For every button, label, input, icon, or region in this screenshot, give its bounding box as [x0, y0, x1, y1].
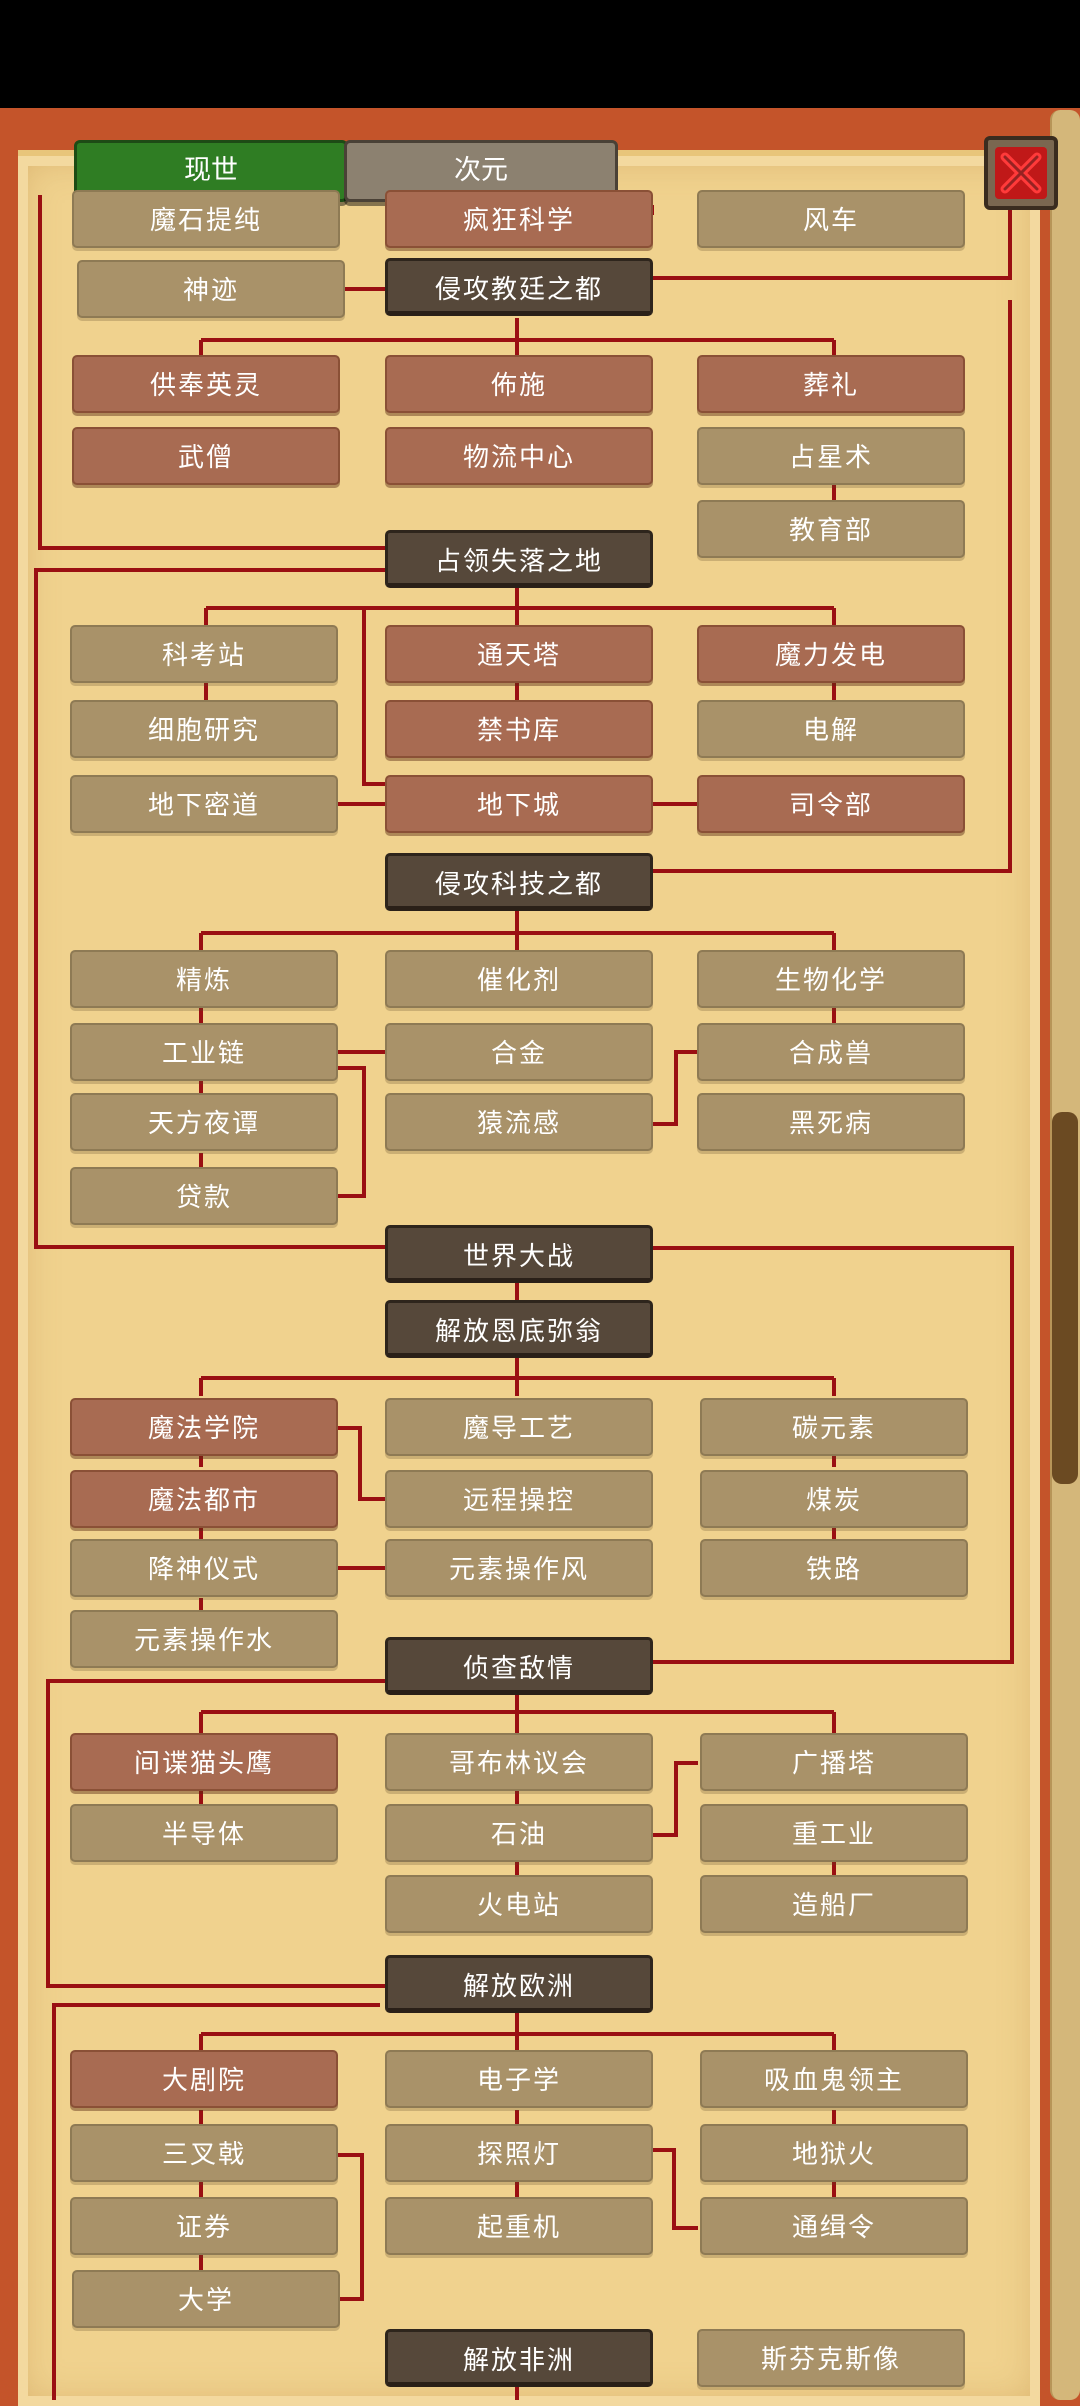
- tech-node-tongjiling[interactable]: 通缉令: [700, 2197, 968, 2255]
- tech-node-jinshuku[interactable]: 禁书库: [385, 700, 653, 758]
- scrollbar-thumb[interactable]: [1052, 1112, 1078, 1484]
- tech-node-gebulin-yihui[interactable]: 哥布林议会: [385, 1733, 653, 1791]
- tech-node-mofa-tichun[interactable]: 魔石提纯: [72, 190, 340, 248]
- tech-node-qingong-keji[interactable]: 侵攻科技之都: [385, 853, 653, 911]
- tech-node-diyuhuo[interactable]: 地狱火: [700, 2124, 968, 2182]
- tech-node-zhonggongye[interactable]: 重工业: [700, 1804, 968, 1862]
- tech-node-zangli[interactable]: 葬礼: [697, 355, 965, 413]
- tech-node-hejin[interactable]: 合金: [385, 1023, 653, 1081]
- tech-node-yuancheng-caokong[interactable]: 远程操控: [385, 1470, 653, 1528]
- tech-node-tianfang-yetan[interactable]: 天方夜谭: [70, 1093, 338, 1151]
- tech-node-jiefang-endi[interactable]: 解放恩底弥翁: [385, 1300, 653, 1358]
- tech-node-yuansu-shui[interactable]: 元素操作水: [70, 1610, 338, 1668]
- tech-node-qingong-jiaoting[interactable]: 侵攻教廷之都: [385, 258, 653, 316]
- tech-node-guangbota[interactable]: 广播塔: [700, 1733, 968, 1791]
- tech-node-bushi[interactable]: 佈施: [385, 355, 653, 413]
- tech-node-zhanxingshu[interactable]: 占星术: [697, 427, 965, 485]
- tech-node-bandaoti[interactable]: 半导体: [70, 1804, 338, 1862]
- tech-node-wuliu-zhongxin[interactable]: 物流中心: [385, 427, 653, 485]
- tech-node-meitan[interactable]: 煤炭: [700, 1470, 968, 1528]
- tech-node-wuseng[interactable]: 武僧: [72, 427, 340, 485]
- tech-node-zaochuanchang[interactable]: 造船厂: [700, 1875, 968, 1933]
- tech-node-zhengquan[interactable]: 证券: [70, 2197, 338, 2255]
- tech-node-gongyelian[interactable]: 工业链: [70, 1023, 338, 1081]
- tech-node-shenji[interactable]: 神迹: [77, 260, 345, 318]
- tech-node-cuihuaji[interactable]: 催化剂: [385, 950, 653, 1008]
- tech-node-jinglian[interactable]: 精炼: [70, 950, 338, 1008]
- tech-node-hechengshou[interactable]: 合成兽: [697, 1023, 965, 1081]
- tech-node-tanzhaodeng[interactable]: 探照灯: [385, 2124, 653, 2182]
- tech-node-shiyou[interactable]: 石油: [385, 1804, 653, 1862]
- top-black-bar: [0, 0, 1080, 108]
- tech-node-shengwu-huaxue[interactable]: 生物化学: [697, 950, 965, 1008]
- tech-node-xixuegui-lingzhu[interactable]: 吸血鬼领主: [700, 2050, 968, 2108]
- tech-node-kekaozhan[interactable]: 科考站: [70, 625, 338, 683]
- tech-node-moli-fadian[interactable]: 魔力发电: [697, 625, 965, 683]
- tech-node-dajuyuan[interactable]: 大剧院: [70, 2050, 338, 2108]
- tech-node-tielu[interactable]: 铁路: [700, 1539, 968, 1597]
- tech-node-sifenkesi[interactable]: 斯芬克斯像: [697, 2329, 965, 2387]
- tech-node-jiaoyubu[interactable]: 教育部: [697, 500, 965, 558]
- tech-node-jiefang-feizhou[interactable]: 解放非洲: [385, 2329, 653, 2387]
- close-button[interactable]: [984, 136, 1058, 210]
- tech-node-qizhongji[interactable]: 起重机: [385, 2197, 653, 2255]
- tech-node-daxue[interactable]: 大学: [72, 2270, 340, 2328]
- tech-node-mofa-xueyuan[interactable]: 魔法学院: [70, 1398, 338, 1456]
- tech-node-zhencha-diqing[interactable]: 侦查敌情: [385, 1637, 653, 1695]
- tech-node-tongtianta[interactable]: 通天塔: [385, 625, 653, 683]
- tech-node-silingbu[interactable]: 司令部: [697, 775, 965, 833]
- tech-node-daikuan[interactable]: 贷款: [70, 1167, 338, 1225]
- tech-node-tan-yuansu[interactable]: 碳元素: [700, 1398, 968, 1456]
- close-icon: [995, 147, 1047, 199]
- tech-node-sanchaji[interactable]: 三叉戟: [70, 2124, 338, 2182]
- tech-node-huodianzhan[interactable]: 火电站: [385, 1875, 653, 1933]
- tech-node-heisibing[interactable]: 黑死病: [697, 1093, 965, 1151]
- tech-node-dixiacheng[interactable]: 地下城: [385, 775, 653, 833]
- tech-node-jiangshen-yishi[interactable]: 降神仪式: [70, 1539, 338, 1597]
- tech-node-xibao-yanjiu[interactable]: 细胞研究: [70, 700, 338, 758]
- tech-node-dianjie[interactable]: 电解: [697, 700, 965, 758]
- tech-node-gongfeng-yingling[interactable]: 供奉英灵: [72, 355, 340, 413]
- tech-node-mofa-dushi[interactable]: 魔法都市: [70, 1470, 338, 1528]
- tech-node-zhuliugan[interactable]: 猿流感: [385, 1093, 653, 1151]
- tech-node-jiandie-maotouying[interactable]: 间谍猫头鹰: [70, 1733, 338, 1791]
- tech-node-zhanling-shiluo[interactable]: 占领失落之地: [385, 530, 653, 588]
- tech-node-dianzixue[interactable]: 电子学: [385, 2050, 653, 2108]
- tech-node-jiefang-ouzhou[interactable]: 解放欧洲: [385, 1955, 653, 2013]
- tech-node-fengche[interactable]: 风车: [697, 190, 965, 248]
- tech-node-shijie-dazhan[interactable]: 世界大战: [385, 1225, 653, 1283]
- tech-node-dixia-midao[interactable]: 地下密道: [70, 775, 338, 833]
- tech-node-fengkuang-kexue[interactable]: 疯狂科学: [385, 190, 653, 248]
- tech-node-yuansu-feng[interactable]: 元素操作风: [385, 1539, 653, 1597]
- tech-node-modao-gongyi[interactable]: 魔导工艺: [385, 1398, 653, 1456]
